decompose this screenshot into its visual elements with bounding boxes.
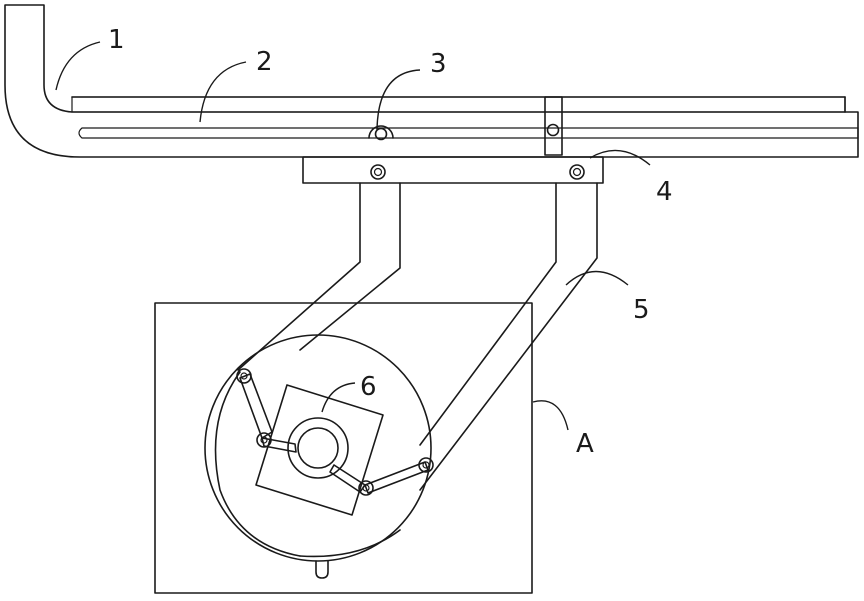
hub-inner xyxy=(298,428,338,468)
label-2: 2 xyxy=(256,47,273,77)
label-6: 6 xyxy=(360,372,377,402)
label-5: 5 xyxy=(633,295,650,325)
label-3: 3 xyxy=(430,49,447,79)
detail-frame-a xyxy=(155,303,532,593)
rail-clamp xyxy=(545,97,562,155)
label-a: A xyxy=(576,429,594,459)
rail-top-strip xyxy=(72,97,845,112)
clamp-pin xyxy=(548,125,559,136)
carriage-block xyxy=(303,157,603,183)
label-1: 1 xyxy=(108,25,125,55)
drum-bottom-nub xyxy=(316,561,328,578)
part-labels: 1 2 3 4 5 6 A xyxy=(108,25,673,459)
rail-beam xyxy=(5,5,858,157)
rail-hatched-body xyxy=(5,5,858,157)
carriage-bolt-left xyxy=(371,165,385,179)
leader-lines xyxy=(56,42,650,430)
rail-slot xyxy=(79,128,858,138)
label-4: 4 xyxy=(656,177,673,207)
carriage-bolt-right xyxy=(570,165,584,179)
